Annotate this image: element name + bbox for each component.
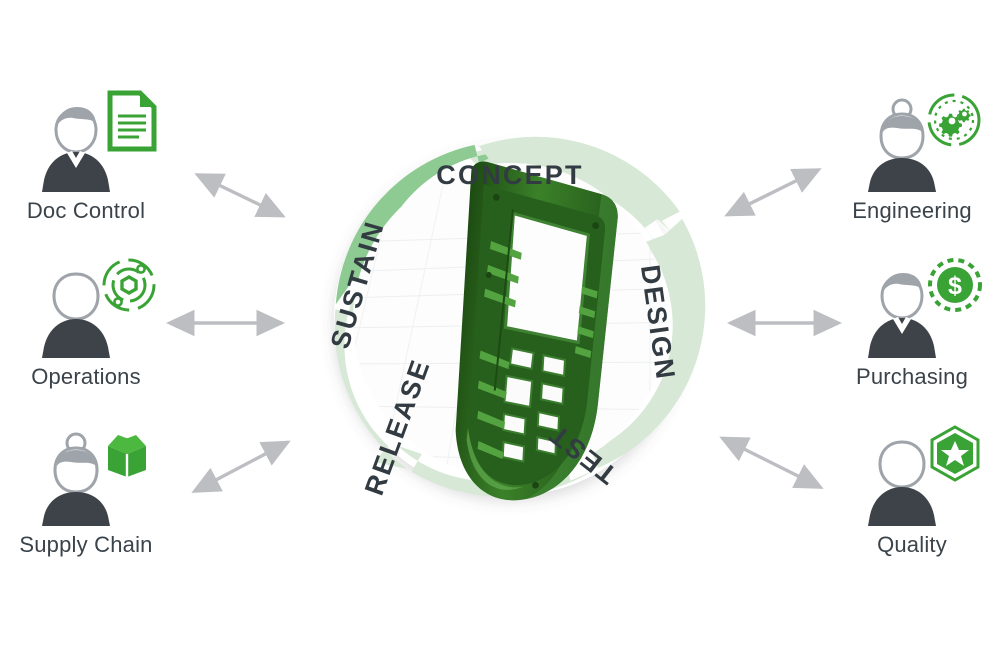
orbit-icon	[102, 258, 156, 312]
supply-chain-art	[16, 426, 156, 531]
connector-quality	[719, 436, 824, 489]
purchasing-art: $	[842, 258, 982, 363]
stakeholder-purchasing[interactable]: $ Purchasing	[812, 258, 1000, 389]
dollar-circle-icon: $	[928, 258, 982, 312]
stakeholder-engineering[interactable]: Engineering	[812, 92, 1000, 223]
engineering-label: Engineering	[852, 198, 972, 223]
male-avatar	[42, 107, 110, 192]
seg-sustain-shape[interactable]	[335, 144, 501, 305]
stakeholder-doc-control[interactable]: Doc Control	[0, 90, 186, 223]
operations-art	[16, 258, 156, 363]
supply-chain-label: Supply Chain	[19, 532, 153, 557]
product-lifecycle-cycle: CONCEPT DESIGN TEST RELEASE SUSTAIN	[284, 92, 736, 552]
gears-circle-icon	[927, 93, 981, 147]
hexagon-star-icon	[930, 425, 980, 482]
doc-control-art	[16, 90, 157, 197]
female-avatar	[42, 432, 110, 526]
seg-design-shape[interactable]	[568, 218, 706, 468]
connector-supply-chain	[191, 440, 291, 493]
connector-engineering	[724, 168, 822, 217]
product-3d-render	[455, 161, 618, 501]
male-avatar	[868, 273, 936, 358]
connector-doc-control	[194, 173, 286, 218]
purchasing-label: Purchasing	[855, 364, 969, 389]
svg-text:$: $	[948, 272, 962, 300]
operations-label: Operations	[31, 364, 141, 389]
stakeholder-operations[interactable]: Operations	[0, 258, 186, 389]
stakeholder-supply-chain[interactable]: Supply Chain	[0, 426, 186, 557]
quality-art	[842, 425, 982, 531]
open-box-icon	[108, 435, 146, 477]
neutral-avatar	[42, 272, 110, 358]
segment-label-concept: CONCEPT	[436, 160, 583, 190]
seg-concept-overlay	[479, 136, 680, 241]
document-icon	[107, 90, 157, 152]
neutral-avatar	[868, 440, 936, 526]
doc-control-label: Doc Control	[26, 198, 146, 223]
engineering-art	[842, 92, 982, 197]
stakeholder-quality[interactable]: Quality	[812, 425, 1000, 557]
female-avatar	[868, 98, 936, 192]
quality-label: Quality	[877, 532, 947, 557]
seg-release-shape[interactable]	[334, 286, 408, 469]
